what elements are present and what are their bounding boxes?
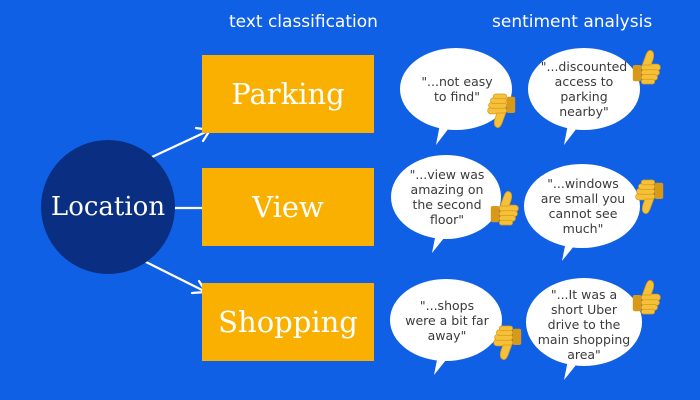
quote-text-parking-negative: "...not easy to find"	[421, 74, 493, 104]
quote-bubble-parking-positive	[528, 48, 640, 145]
quote-text-view-negative: "...windows are small you cannot see muc…	[540, 176, 626, 236]
category-box-view: View	[202, 168, 374, 246]
category-label-shopping: Shopping	[218, 305, 358, 339]
quote-bubble-view-negative	[524, 164, 640, 261]
category-label-view: View	[252, 190, 324, 224]
quote-text-view-positive: "...view was amazing on the second floor…	[409, 167, 485, 227]
quote-bubble-shopping-negative	[390, 279, 502, 375]
category-box-parking: Parking	[202, 55, 374, 133]
quote-text-shopping-negative: "...shops were a bit far away"	[405, 297, 489, 343]
header-sentiment-analysis: sentiment analysis	[492, 12, 653, 32]
header-text-classification: text classification	[229, 12, 378, 32]
category-box-shopping: Shopping	[202, 283, 374, 361]
quote-bubble-shopping-positive	[526, 278, 642, 380]
location-node: Location	[41, 140, 175, 274]
quote-text-parking-positive: "...discounted access to parking nearby"	[540, 59, 628, 119]
category-label-parking: Parking	[231, 77, 345, 111]
quote-bubble-view-positive	[391, 155, 501, 253]
quote-bubble-parking-negative	[400, 48, 512, 145]
quote-text-shopping-positive: "...It was a short Uber drive to the mai…	[537, 286, 631, 362]
thumbs-down-icon	[493, 325, 522, 361]
thumbs-up-icon	[632, 49, 661, 85]
thumbs-up-icon	[632, 279, 661, 315]
location-label: Location	[50, 192, 166, 222]
